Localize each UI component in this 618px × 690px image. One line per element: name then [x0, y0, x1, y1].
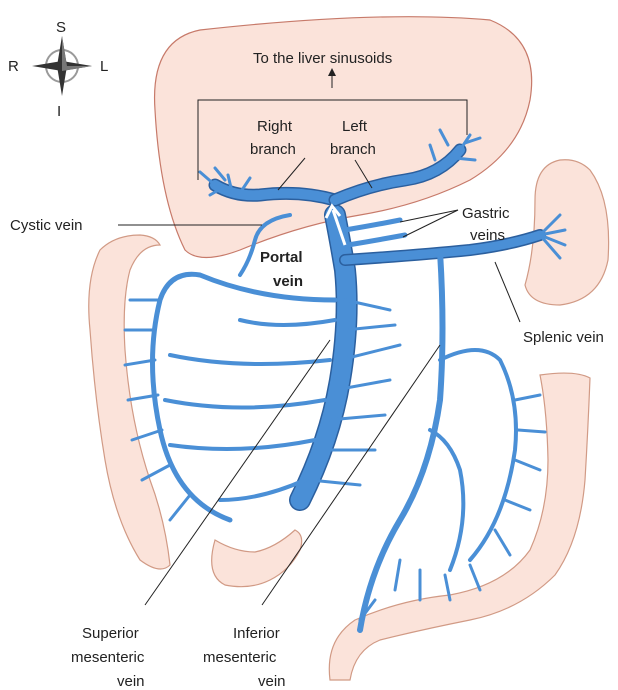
inf-mes-leader — [262, 345, 440, 605]
gastric-veins-label-2: veins — [470, 227, 505, 244]
compass-south-label: I — [57, 103, 61, 120]
inf-mes-label-3: vein — [258, 673, 286, 690]
cystic-vein-label: Cystic vein — [10, 217, 83, 234]
sup-mes-label-3: vein — [117, 673, 145, 690]
inf-mes-label-2: mesenteric — [203, 649, 277, 666]
left-branch-label-2: branch — [330, 141, 376, 158]
portal-vein-label-1: Portal — [260, 249, 303, 266]
sup-mes-label-1: Superior — [82, 625, 139, 642]
compass-north-label: S — [56, 19, 66, 36]
compass-west-label: R — [8, 58, 19, 75]
splenic-leader — [495, 262, 520, 322]
compass-rose — [32, 36, 92, 96]
right-branch-label-2: branch — [250, 141, 296, 158]
colon-left-outline — [89, 235, 170, 569]
compass-east-label: L — [100, 58, 108, 75]
gastric-leader-1 — [400, 210, 458, 222]
small-bowel-outline — [212, 530, 302, 587]
inf-mes-label-1: Inferior — [233, 625, 280, 642]
splenic-vein-label: Splenic vein — [523, 329, 604, 346]
left-branch-label-1: Left — [342, 118, 368, 135]
gastric-veins-label-1: Gastric — [462, 205, 510, 222]
gastric-leader-2 — [403, 210, 458, 237]
portal-vein-label-2: vein — [273, 273, 303, 290]
right-branch-label-1: Right — [257, 118, 293, 135]
colon-right-outline — [329, 373, 590, 680]
sinusoids-label: To the liver sinusoids — [253, 50, 392, 67]
sup-mes-label-2: mesenteric — [71, 649, 145, 666]
